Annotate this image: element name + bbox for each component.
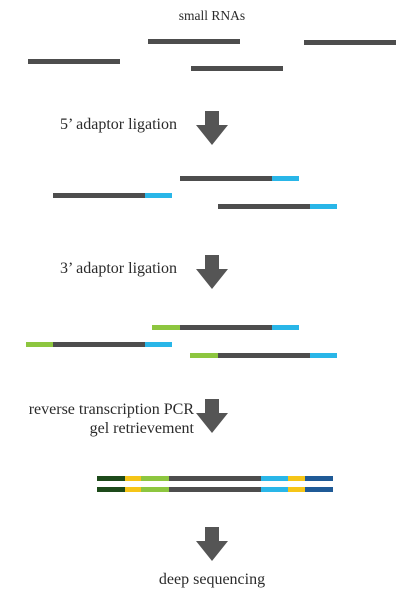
stage-after-5-adaptor: [53, 176, 337, 209]
primer-dark-green: [97, 476, 125, 481]
green-adaptor: [26, 342, 53, 347]
down-arrow-icon: [196, 111, 228, 145]
primer-yellow: [288, 487, 305, 492]
blue-adaptor: [310, 353, 337, 358]
rna-strand: [53, 342, 145, 347]
down-arrow-icon: [196, 399, 228, 433]
rna-strand-1: [148, 39, 240, 44]
blue-adaptor: [310, 204, 337, 209]
stage-after-3-adaptor: [26, 325, 337, 358]
rna-strand-4: [191, 66, 283, 71]
blue-adaptor: [272, 176, 299, 181]
step-label-deep-sequencing: deep sequencing: [159, 571, 265, 588]
green-adaptor: [141, 487, 169, 492]
blue-adaptor: [261, 487, 288, 492]
down-arrow-icon: [196, 527, 228, 561]
blue-adaptor: [261, 476, 288, 481]
primer-yellow: [125, 487, 141, 492]
rna-strand-3: [28, 59, 120, 64]
rna-strand: [218, 204, 310, 209]
rna-strand: [218, 353, 310, 358]
step-label-3-adaptor: 3’ adaptor ligation: [60, 260, 177, 277]
blue-adaptor: [272, 325, 299, 330]
rna-strand-2: [304, 40, 396, 45]
primer-yellow: [125, 476, 141, 481]
stage-small-rnas: [28, 39, 396, 71]
step-label-gel-retrievement: gel retrievement: [90, 420, 195, 437]
blue-adaptor: [145, 193, 172, 198]
primer-yellow: [288, 476, 305, 481]
blue-adaptor: [145, 342, 172, 347]
rna-strand: [180, 176, 272, 181]
rna-insert: [169, 487, 261, 492]
step-label-rt-pcr: reverse transcription PCR: [29, 401, 195, 418]
pcr-strand-top: [97, 476, 333, 481]
pcr-strand-bottom: [97, 487, 333, 492]
step-label-5-adaptor: 5’ adaptor ligation: [60, 116, 177, 133]
primer-dark-blue: [305, 476, 333, 481]
rna-insert: [169, 476, 261, 481]
green-adaptor: [190, 353, 218, 358]
primer-dark-green: [97, 487, 125, 492]
rna-strand: [53, 193, 145, 198]
rna-strand: [180, 325, 272, 330]
green-adaptor: [152, 325, 180, 330]
primer-dark-blue: [305, 487, 333, 492]
green-adaptor: [141, 476, 169, 481]
title-small-rnas: small RNAs: [179, 8, 245, 23]
stage-pcr-product: [97, 476, 333, 492]
down-arrow-icon: [196, 255, 228, 289]
